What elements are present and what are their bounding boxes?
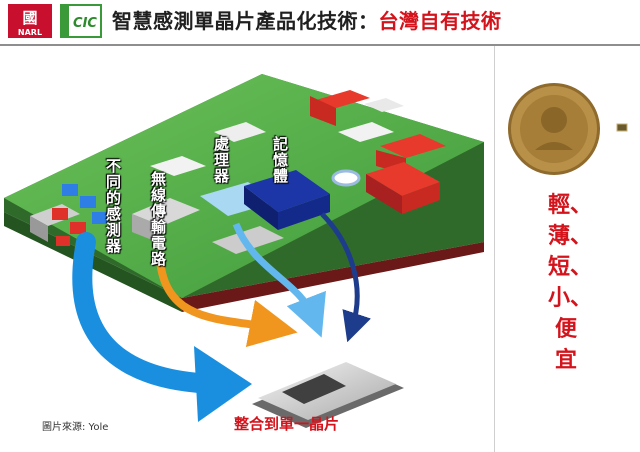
cic-logo: CIC [60, 4, 102, 38]
header: 國 NARL CIC 智慧感測單晶片產品化技術：台灣自有技術 [0, 0, 640, 44]
arrow-wireless [156, 259, 298, 348]
arrow-memory [320, 212, 371, 343]
board-diagram [4, 74, 484, 428]
tiny-chip [616, 123, 628, 132]
label-sensors: 不同的感測器 [104, 158, 122, 254]
side-panel [508, 83, 628, 175]
panel-divider [494, 46, 495, 452]
label-wireless: 無線傳輸電路 [149, 171, 167, 267]
integrated-chip [252, 362, 404, 428]
board-components [30, 90, 446, 254]
arrow-sensors [72, 232, 228, 394]
cic-logo-text: CIC [73, 16, 97, 31]
title-accent: 台灣自有技術 [378, 9, 502, 33]
svg-text:國: 國 [22, 9, 37, 27]
caption: 整合到單一晶片 [234, 415, 340, 433]
features-text: 輕、 薄、 短、 小、 便宜 [548, 193, 593, 373]
label-memory: 記憶體 [271, 136, 289, 184]
narl-logo-text: NARL [18, 28, 42, 37]
arrow-sensors-head [194, 346, 252, 422]
label-processor: 處理器 [212, 136, 230, 184]
coin-image [508, 83, 600, 175]
narl-logo: 國 NARL [8, 4, 52, 38]
arrow-processor [232, 222, 326, 338]
title-main: 智慧感測單晶片產品化技術： [112, 9, 379, 33]
header-divider [0, 44, 640, 46]
image-credit: 圖片來源: Yole [42, 422, 109, 433]
page-title: 智慧感測單晶片產品化技術：台灣自有技術 [112, 6, 502, 36]
